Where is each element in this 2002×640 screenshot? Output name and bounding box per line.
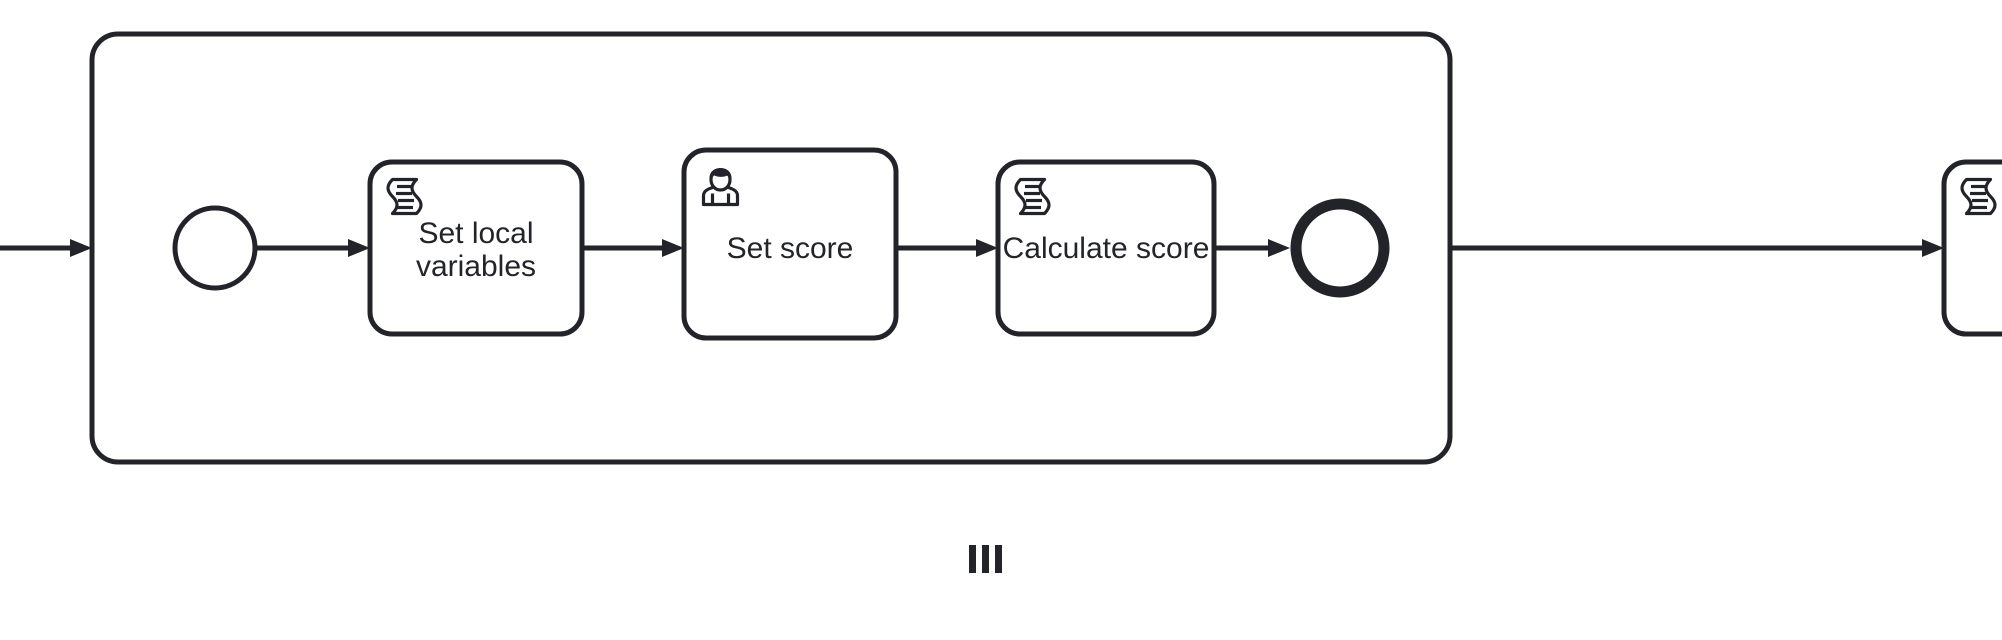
set-score-to-calculate-score-flow[interactable] bbox=[896, 239, 998, 257]
parallel-multi-instance-marker-icon bbox=[969, 545, 1002, 573]
start-to-set-local-variables-flow[interactable] bbox=[255, 239, 370, 257]
outgoing-flow[interactable] bbox=[1450, 239, 1944, 257]
task-label: Calculate score bbox=[1003, 232, 1210, 265]
start-event[interactable] bbox=[172, 205, 258, 291]
next-task-clipped[interactable] bbox=[1941, 159, 2002, 337]
incoming-flow[interactable] bbox=[0, 239, 92, 257]
task-set-local-variables[interactable]: Set local variables bbox=[367, 159, 585, 337]
task-set-score[interactable]: Set score bbox=[681, 147, 899, 341]
task-label: Set local bbox=[418, 217, 533, 250]
task-label-line2: variables bbox=[416, 250, 536, 283]
task-calculate-score[interactable]: Calculate score bbox=[995, 159, 1217, 337]
start-event-icon[interactable] bbox=[172, 205, 258, 291]
calculate-score-to-end-flow[interactable] bbox=[1214, 239, 1290, 257]
end-event-icon[interactable] bbox=[1290, 198, 1390, 298]
task-label: Set score bbox=[727, 232, 854, 265]
end-event[interactable] bbox=[1290, 198, 1390, 298]
set-local-variables-to-set-score-flow[interactable] bbox=[582, 239, 684, 257]
